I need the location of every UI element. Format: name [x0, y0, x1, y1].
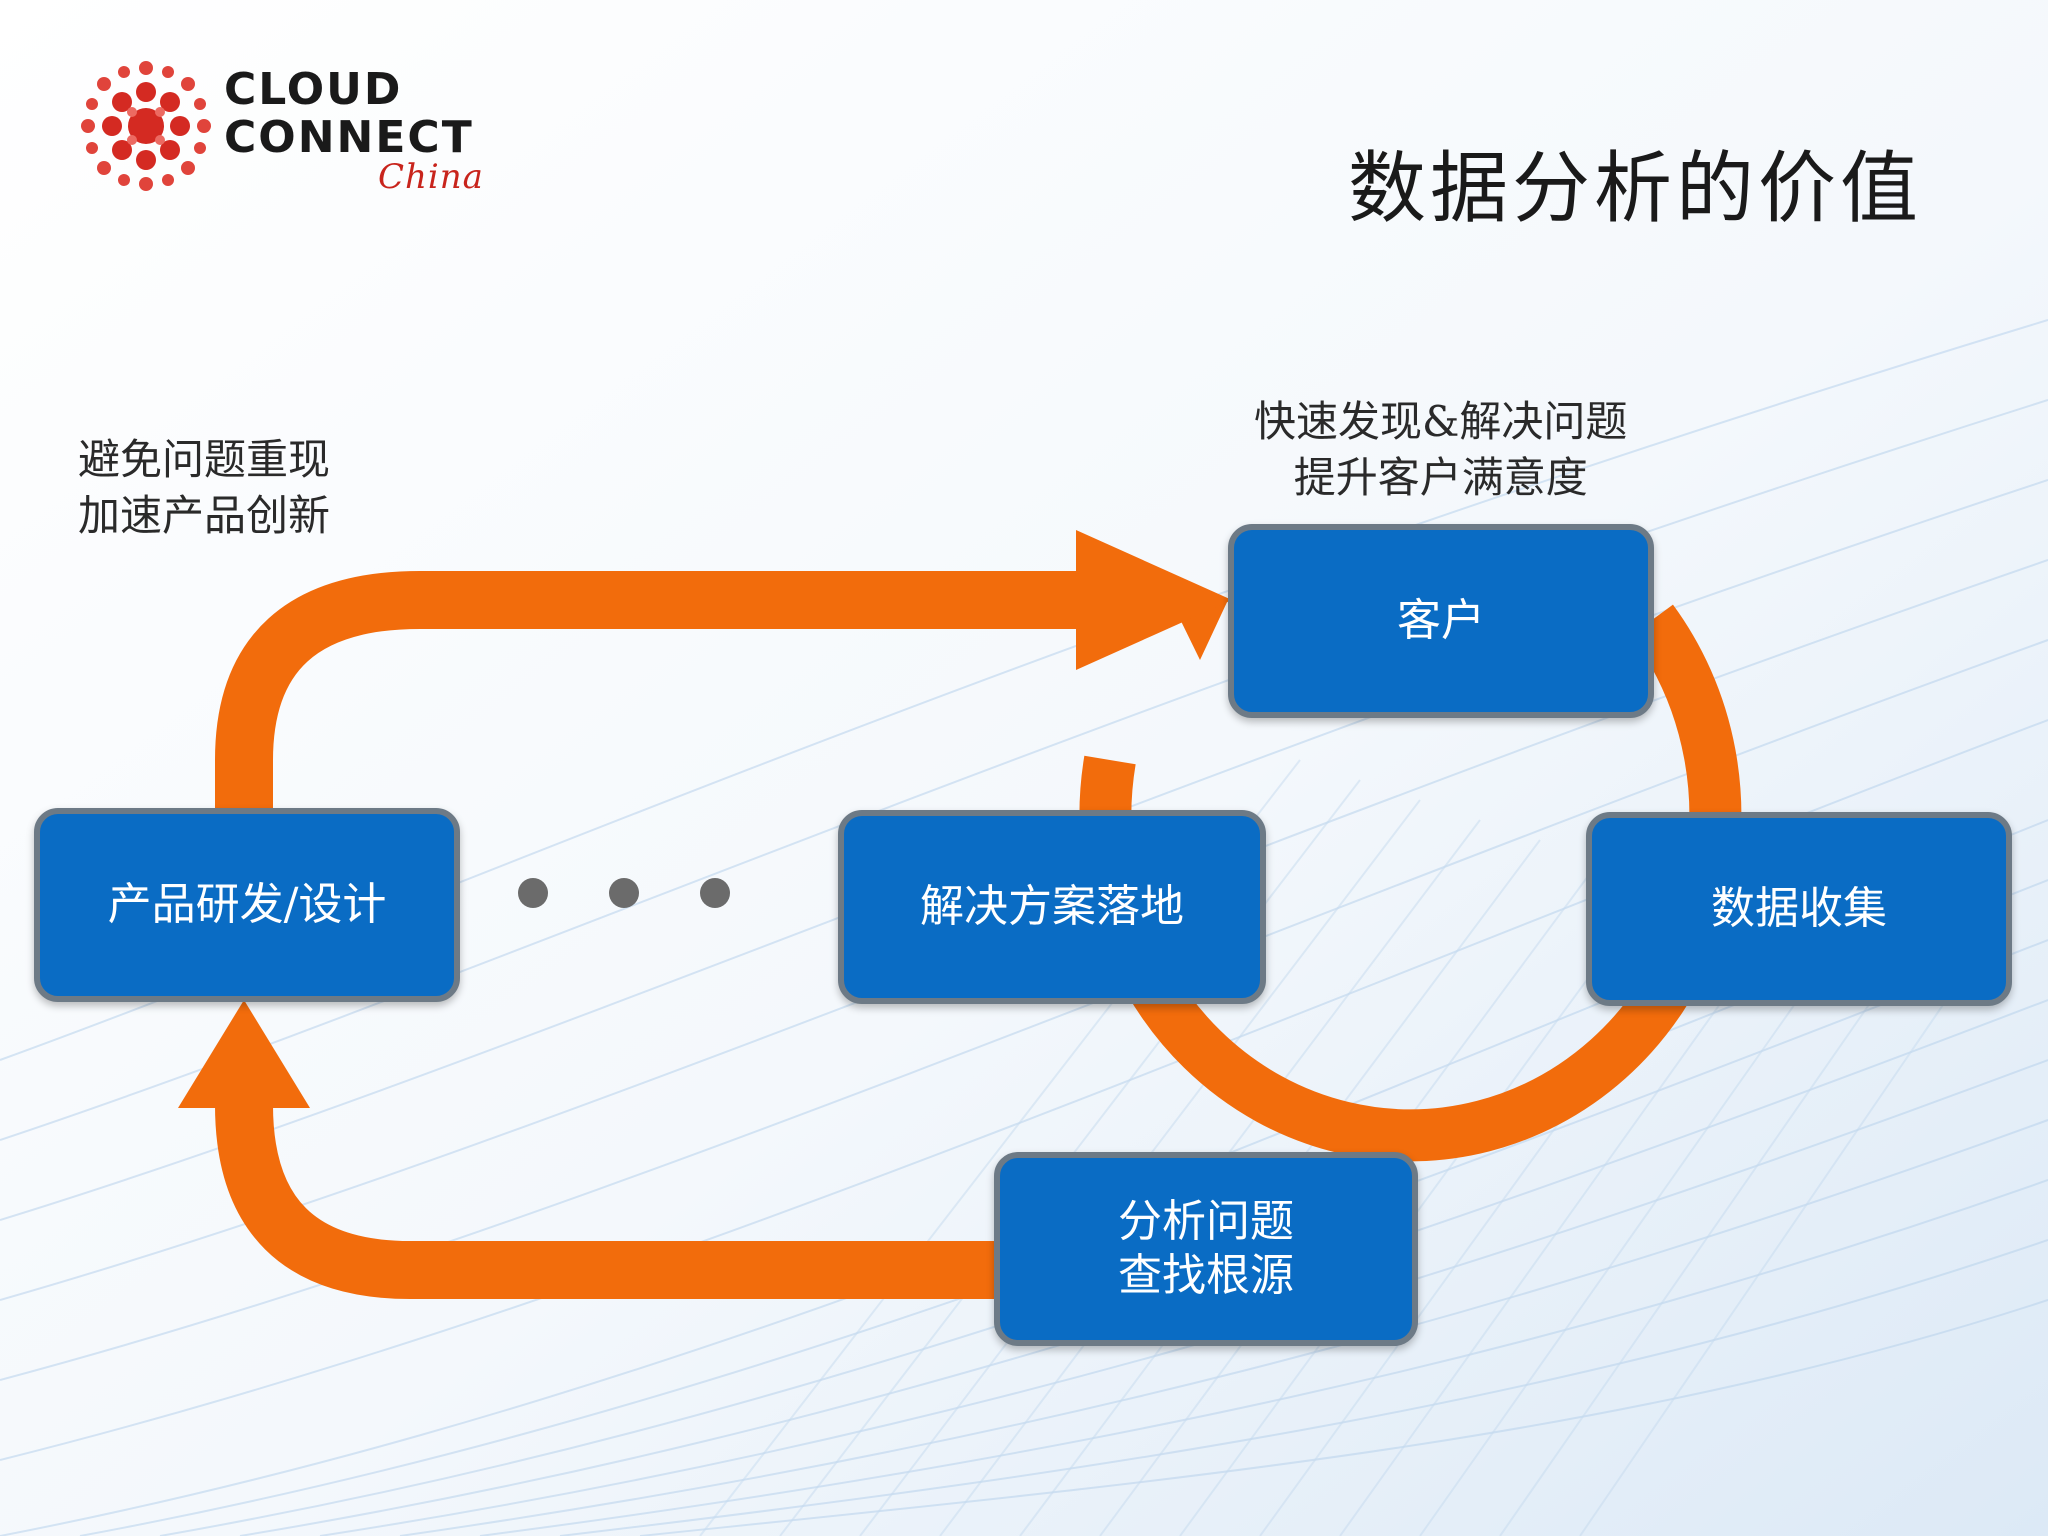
note-right: 快速发现&解决问题 提升客户满意度 [1254, 394, 1627, 506]
node-data-collection-label: 数据收集 [1711, 883, 1887, 934]
logo-text-cloud: CLOUD [224, 64, 403, 115]
node-analyze-line-2: 查找根源 [1118, 1250, 1294, 1301]
outer-loop-top [215, 571, 1082, 808]
node-customer-label: 客户 [1397, 595, 1485, 646]
outer-loop-bottom [215, 1085, 1000, 1299]
node-customer: 客户 [1228, 524, 1654, 718]
node-analyze-line-1: 分析问题 [1118, 1196, 1294, 1247]
note-left-line-2: 加速产品创新 [78, 491, 331, 540]
note-left-line-1: 避免问题重现 [78, 435, 331, 484]
node-analyze-problem: 分析问题 查找根源 [994, 1152, 1418, 1346]
node-solution-deploy-label: 解决方案落地 [920, 881, 1184, 932]
cloud-connect-logo: CLOUD CONNECT China [76, 56, 536, 206]
slide-title: 数据分析的价值 [1347, 144, 1922, 234]
node-product-design: 产品研发/设计 [34, 808, 460, 1002]
ellipsis-dot-2 [609, 878, 639, 908]
logo-dots-icon [81, 61, 211, 191]
node-product-design-label: 产品研发/设计 [107, 879, 387, 930]
outer-loop-right-arrowhead [1076, 530, 1232, 670]
ellipsis-dot-3 [700, 878, 730, 908]
outer-loop-up-arrowhead [178, 1000, 310, 1108]
node-solution-deploy: 解决方案落地 [838, 810, 1266, 1004]
node-data-collection: 数据收集 [1586, 812, 2012, 1006]
note-left: 避免问题重现 加速产品创新 [78, 432, 330, 544]
note-right-line-2: 提升客户满意度 [1293, 453, 1588, 502]
logo-text-connect: CONNECT [224, 112, 474, 163]
logo-text-china: China [378, 157, 484, 197]
ellipsis-dot-1 [518, 878, 548, 908]
note-right-line-1: 快速发现&解决问题 [1254, 397, 1628, 446]
